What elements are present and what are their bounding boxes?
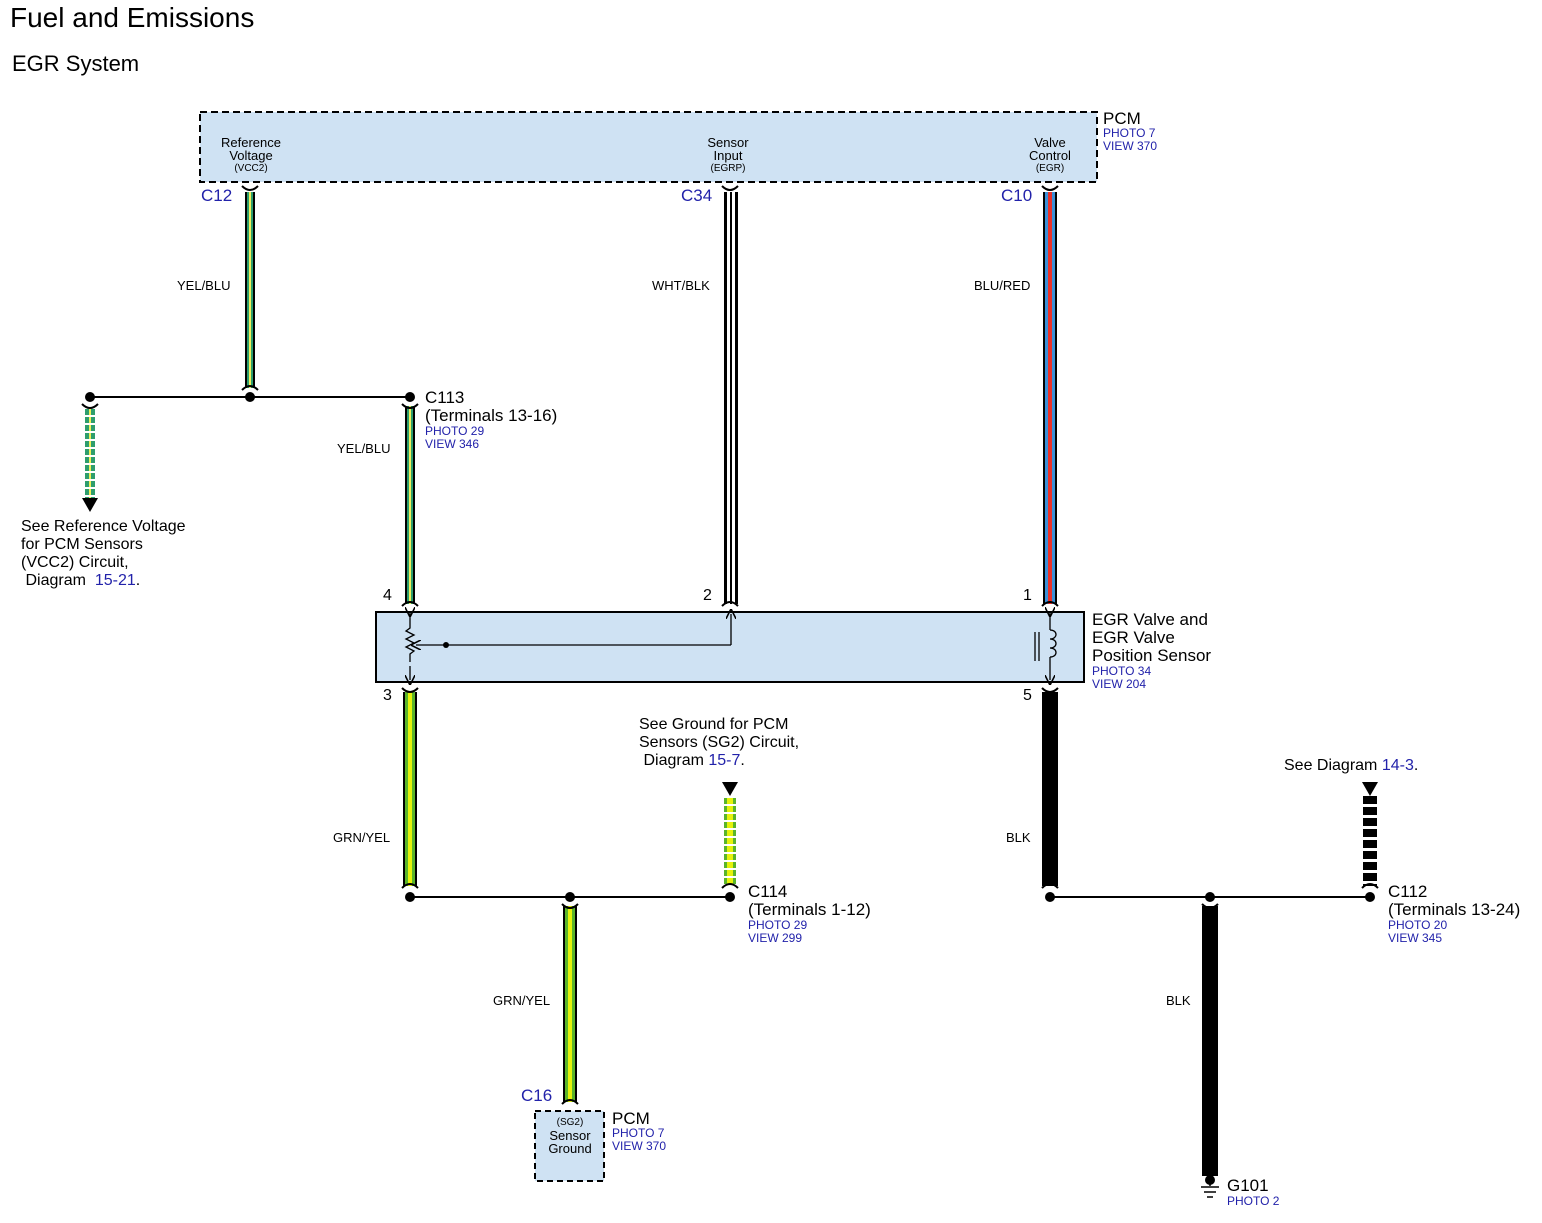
diagram-note: See Diagram 14-3. (1284, 757, 1419, 774)
c113-view-link[interactable]: VIEW 346 (425, 437, 480, 451)
pcm-photo-link[interactable]: PHOTO 7 (1103, 126, 1156, 140)
page-subtitle: EGR System (12, 51, 140, 76)
pcm-bottom-photo-link[interactable]: PHOTO 7 (612, 1126, 665, 1140)
diagram-15-21-link[interactable]: 15-21 (94, 572, 136, 589)
pin-5: 5 (1023, 687, 1032, 704)
pcm-view-link[interactable]: VIEW 370 (1103, 139, 1158, 153)
connector-c10[interactable]: C10 (1001, 186, 1033, 205)
terminal-forks (81, 185, 1379, 1105)
egr-valve-box (375, 611, 1085, 683)
wire-label-c12: YEL/BLU (177, 278, 231, 293)
connector-c16[interactable]: C16 (521, 1086, 553, 1105)
connector-c113[interactable]: C113 (Terminals 13-16) PHOTO 29 VIEW 346 (425, 388, 558, 451)
c114-view-link[interactable]: VIEW 299 (748, 931, 803, 945)
solenoid-symbol (1034, 612, 1057, 680)
pcm-box (199, 111, 1098, 183)
wire-label-c16: GRN/YEL (493, 993, 551, 1008)
wire-pin5-blk (1042, 692, 1058, 886)
c112-view-link[interactable]: VIEW 345 (1388, 931, 1443, 945)
diagram-14-3-link[interactable]: 14-3 (1381, 757, 1414, 774)
pin-3: 3 (383, 687, 392, 704)
ref-voltage-note: See Reference Voltage for PCM Sensors (V… (21, 518, 186, 589)
c113-photo-link[interactable]: PHOTO 29 (425, 424, 485, 438)
wire-pin3-grn-yel (403, 692, 417, 886)
wire-c16-grn-yel (563, 906, 577, 1102)
pcm-bottom-label: PCM PHOTO 7 VIEW 370 (612, 1109, 667, 1153)
wire-g101-blk (1202, 906, 1218, 1176)
egr-valve-label: EGR Valve and EGR Valve Position Sensor … (1092, 610, 1212, 691)
pcm-bottom-view-link[interactable]: VIEW 370 (612, 1139, 667, 1153)
pin-1: 1 (1023, 587, 1032, 604)
wire-label-g101: BLK (1166, 993, 1191, 1008)
pcm-label: PCM PHOTO 7 VIEW 370 (1103, 109, 1158, 153)
wire-label-c34: WHT/BLK (652, 278, 710, 293)
wire-c12-yel-blu (245, 192, 255, 388)
egr-valve-view-link[interactable]: VIEW 204 (1092, 677, 1147, 691)
pcm-pin-sg2: (SG2) Sensor Ground (548, 1117, 592, 1156)
ground-g101[interactable]: G101 PHOTO 2 (1227, 1176, 1280, 1208)
connector-c114[interactable]: C114 (Terminals 1-12) PHOTO 29 VIEW 299 (748, 882, 871, 945)
page-title: Fuel and Emissions (10, 2, 255, 33)
c112-photo-link[interactable]: PHOTO 20 (1388, 918, 1448, 932)
wire-14-3-continuation (1362, 782, 1378, 886)
splice-dots (85, 392, 1375, 902)
ground-note: See Ground for PCM Sensors (SG2) Circuit… (639, 716, 800, 769)
wire-c10-blu-red (1043, 192, 1057, 604)
connector-c112[interactable]: C112 (Terminals 13-24) PHOTO 20 VIEW 345 (1388, 882, 1521, 945)
wire-ref-voltage-continuation (82, 407, 98, 512)
wire-c113-yel-blu (405, 406, 415, 604)
wire-sg2-continuation (722, 782, 738, 886)
wire-label-c113: YEL/BLU (337, 441, 391, 456)
wire-label-c10: BLU/RED (974, 278, 1031, 293)
g101-photo-link[interactable]: PHOTO 2 (1227, 1194, 1280, 1208)
egr-valve-photo-link[interactable]: PHOTO 34 (1092, 664, 1152, 678)
diagram-15-7-link[interactable]: 15-7 (708, 752, 741, 769)
position-sensor-symbol (404, 612, 731, 680)
pcm-sensor-ground-box (534, 1110, 605, 1182)
pin-4: 4 (383, 587, 392, 604)
connector-c34[interactable]: C34 (681, 186, 713, 205)
wire-label-pin5: BLK (1006, 830, 1031, 845)
pin-2: 2 (703, 587, 712, 604)
wire-label-pin3: GRN/YEL (333, 830, 391, 845)
c114-photo-link[interactable]: PHOTO 29 (748, 918, 808, 932)
connector-c12[interactable]: C12 (201, 186, 233, 205)
wire-c34-wht-blk (724, 192, 738, 604)
